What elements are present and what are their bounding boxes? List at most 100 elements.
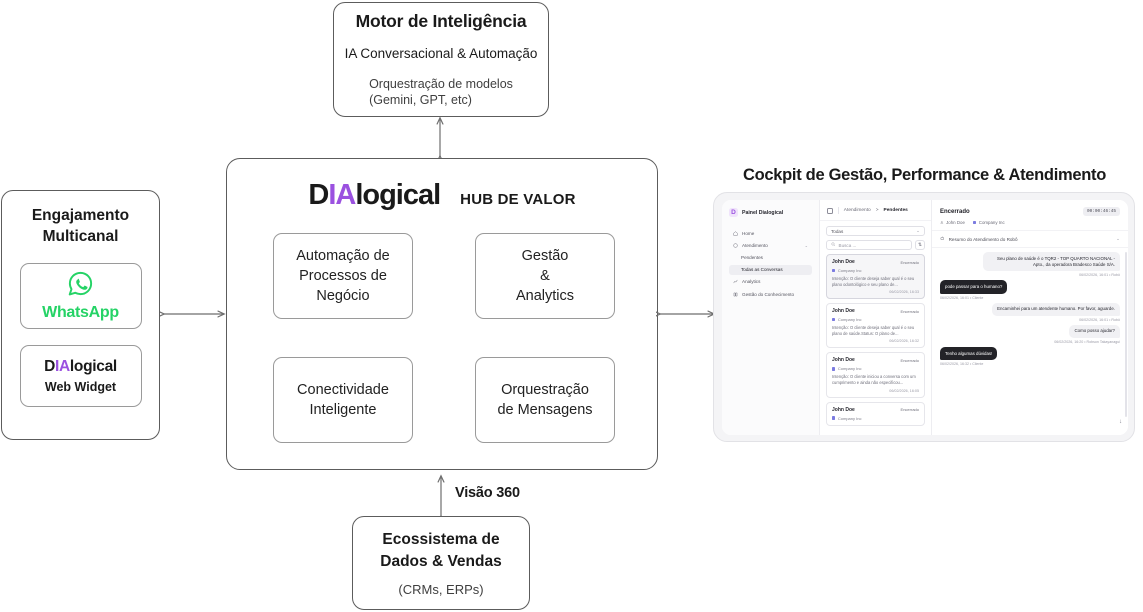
list-item[interactable]: John Doe Encerrado Company Inc Intenção:… bbox=[826, 303, 925, 349]
dashboard-chat-panel: Encerrado 00:00:46:45 John Doe Company I… bbox=[932, 200, 1128, 435]
chat-bubble: Encaminhei para um atendente humano. Por… bbox=[992, 302, 1120, 316]
list-item[interactable]: John Doe Encerrado Company Inc bbox=[826, 401, 925, 426]
dialogical-logo-icon: D bbox=[729, 208, 738, 217]
sidebar-item-atendimento[interactable]: Atendimento ⌄ bbox=[729, 240, 812, 250]
robot-icon bbox=[940, 236, 945, 242]
sidebar-subitem-todas-as-conversas[interactable]: Todas as Conversas bbox=[729, 264, 812, 275]
hub-card-automacao-line1: Automação de bbox=[296, 248, 390, 264]
dashboard-nav: Home Atendimento ⌄ Pendentes Todas as Co… bbox=[729, 228, 812, 299]
dashboard-brand: D Painel Dialogical bbox=[729, 208, 812, 217]
status-badge: Encerrado bbox=[900, 308, 919, 314]
visao-360-label: Visão 360 bbox=[455, 485, 520, 501]
list-item[interactable]: John Doe Encerrado Company Inc Intenção:… bbox=[826, 254, 925, 300]
chevron-down-icon[interactable]: ⌄ bbox=[1116, 236, 1120, 241]
dashboard-sidebar: D Painel Dialogical Home Atendimento ⌄ bbox=[722, 200, 820, 435]
chat-company: Company Inc bbox=[972, 220, 1005, 225]
status-badge: Encerrado bbox=[900, 407, 919, 413]
brand-accent: IA bbox=[55, 358, 70, 375]
chat-meta: John Doe Company Inc bbox=[940, 220, 1120, 225]
company-row: Company Inc bbox=[832, 317, 919, 322]
home-icon bbox=[733, 230, 738, 236]
chat-header: Encerrado 00:00:46:45 John Doe Company I… bbox=[932, 200, 1128, 231]
chat-message: Encaminhei para um atendente humano. Por… bbox=[940, 302, 1120, 322]
company-name: Company Inc bbox=[837, 268, 862, 273]
chevron-down-icon[interactable]: ⌄ bbox=[804, 242, 808, 248]
ecossistema-dados-vendas-box: Ecossistema de Dados & Vendas (CRMs, ERP… bbox=[352, 516, 530, 610]
chat-stamp: 06/02/2026, 16:01 • Robô bbox=[1079, 273, 1120, 278]
sort-filter-button[interactable]: ⇅ bbox=[915, 240, 925, 250]
company-name: Company Inc bbox=[837, 415, 862, 421]
company-icon bbox=[832, 416, 836, 420]
engajamento-title: Engajamento Multicanal bbox=[32, 205, 129, 247]
snippet: Intenção: O cliente deseja saber qual é … bbox=[832, 325, 915, 336]
book-icon bbox=[733, 292, 738, 297]
card-top: John Doe Encerrado bbox=[832, 308, 919, 314]
brand-suffix: logical bbox=[69, 358, 117, 375]
status-badge: Encerrado bbox=[900, 259, 919, 265]
chat-summary-toggle[interactable]: Resumo do Atendimento do Robô ⌄ bbox=[932, 231, 1128, 248]
whatsapp-icon bbox=[67, 270, 94, 302]
company-name: Company Inc bbox=[837, 317, 862, 323]
chat-stamp: 06/02/2026, 16:01 • Cliente bbox=[940, 295, 984, 300]
breadcrumb-separator: > bbox=[875, 208, 879, 213]
ecossistema-title-line2: Dados & Vendas bbox=[380, 553, 502, 570]
chat-status: Encerrado bbox=[940, 208, 970, 215]
hub-card-gestao-line3: Analytics bbox=[515, 288, 575, 304]
hub-subtitle: HUB DE VALOR bbox=[460, 191, 576, 208]
sidebar-item-analytics-label: Analytics bbox=[742, 279, 761, 285]
contact-name: John Doe bbox=[832, 259, 855, 265]
sidebar-subitem-pendentes[interactable]: Pendentes bbox=[741, 254, 763, 260]
chat-contact: John Doe bbox=[940, 220, 965, 225]
chat-stamp: 06/02/2026, 16:32 • Cliente bbox=[940, 362, 984, 367]
sidebar-item-home-label: Home bbox=[742, 230, 755, 236]
breadcrumb: Atendimento > Pendentes bbox=[820, 200, 931, 221]
dialogical-wordmark: DIAlogical bbox=[44, 358, 117, 376]
search-input[interactable]: Busca ... bbox=[826, 240, 912, 250]
chat-message: pode passar para o humano? 06/02/2026, 1… bbox=[940, 280, 1120, 300]
chat-contact-name: John Doe bbox=[946, 220, 965, 225]
hub-de-valor-box: DIAlogical HUB DE VALOR Automação de Pro… bbox=[226, 158, 658, 470]
card-top: John Doe Encerrado bbox=[832, 407, 919, 413]
list-item[interactable]: John Doe Encerrado Company Inc Intenção:… bbox=[826, 352, 925, 398]
chat-header-row: Encerrado 00:00:46:45 bbox=[940, 207, 1120, 216]
hub-card-conectividade[interactable]: Conectividade Inteligente bbox=[273, 357, 413, 443]
hub-brand-accent: IA bbox=[328, 179, 356, 211]
chat-message: Seu plano de saúde é o TQR2 - TOP QUARTO… bbox=[940, 252, 1120, 277]
sidebar-item-analytics[interactable]: Analytics bbox=[729, 277, 812, 287]
sidebar-item-gestao-conhecimento[interactable]: Gestão do Conhecimento bbox=[729, 289, 812, 299]
channel-card-web-widget[interactable]: DIAlogical Web Widget bbox=[19, 345, 142, 407]
sidebar-item-home[interactable]: Home bbox=[729, 228, 812, 238]
hub-card-automacao[interactable]: Automação de Processos de Negócio bbox=[273, 233, 413, 319]
chat-company-name: Company Inc bbox=[978, 220, 1005, 225]
hub-cards-grid: Automação de Processos de Negócio Gestão… bbox=[273, 233, 615, 443]
company-icon bbox=[832, 317, 836, 322]
timestamp: 06/02/2026, 16:05 bbox=[889, 388, 919, 393]
company-row: Company Inc bbox=[832, 416, 919, 421]
scroll-to-bottom-icon[interactable]: ↓ bbox=[1119, 419, 1122, 425]
company-icon bbox=[832, 367, 836, 371]
whatsapp-label: WhatsApp bbox=[42, 304, 119, 321]
chat-messages: Seu plano de saúde é o TQR2 - TOP QUARTO… bbox=[932, 248, 1128, 435]
chat-scrollbar[interactable] bbox=[1124, 252, 1127, 417]
hub-card-orquestracao[interactable]: Orquestração de Mensagens bbox=[475, 357, 615, 443]
sidebar-item-gestao-conhecimento-label: Gestão do Conhecimento bbox=[742, 291, 795, 297]
contact-name: John Doe bbox=[832, 357, 855, 364]
hub-card-automacao-line3: Negócio bbox=[316, 288, 370, 304]
hub-card-orquestracao-line1: Orquestração bbox=[501, 382, 589, 398]
list-filters: Todas ⌄ Busca ... ⇅ bbox=[820, 221, 931, 254]
hub-title-row: DIAlogical HUB DE VALOR bbox=[227, 179, 657, 212]
channel-card-whatsapp[interactable]: WhatsApp bbox=[19, 263, 142, 329]
hub-card-conectividade-line1: Conectividade bbox=[297, 382, 389, 398]
sidebar-toggle-icon[interactable] bbox=[827, 207, 833, 214]
connector-engajamento-hub bbox=[160, 303, 228, 325]
hub-card-orquestracao-line2: de Mensagens bbox=[497, 402, 593, 418]
snippet: Intenção: O cliente deseja saber qual é … bbox=[832, 276, 915, 287]
channel-filter-select[interactable]: Todas ⌄ bbox=[826, 226, 925, 236]
chat-bubble: Seu plano de saúde é o TQR2 - TOP QUARTO… bbox=[983, 252, 1120, 272]
breadcrumb-section[interactable]: Atendimento bbox=[843, 208, 871, 213]
hub-card-gestao-analytics[interactable]: Gestão & Analytics bbox=[475, 233, 615, 319]
search-placeholder: Busca ... bbox=[838, 242, 857, 248]
hub-brand-suffix: logical bbox=[355, 179, 441, 211]
hub-brand-prefix: D bbox=[308, 179, 329, 211]
user-icon bbox=[940, 220, 944, 224]
